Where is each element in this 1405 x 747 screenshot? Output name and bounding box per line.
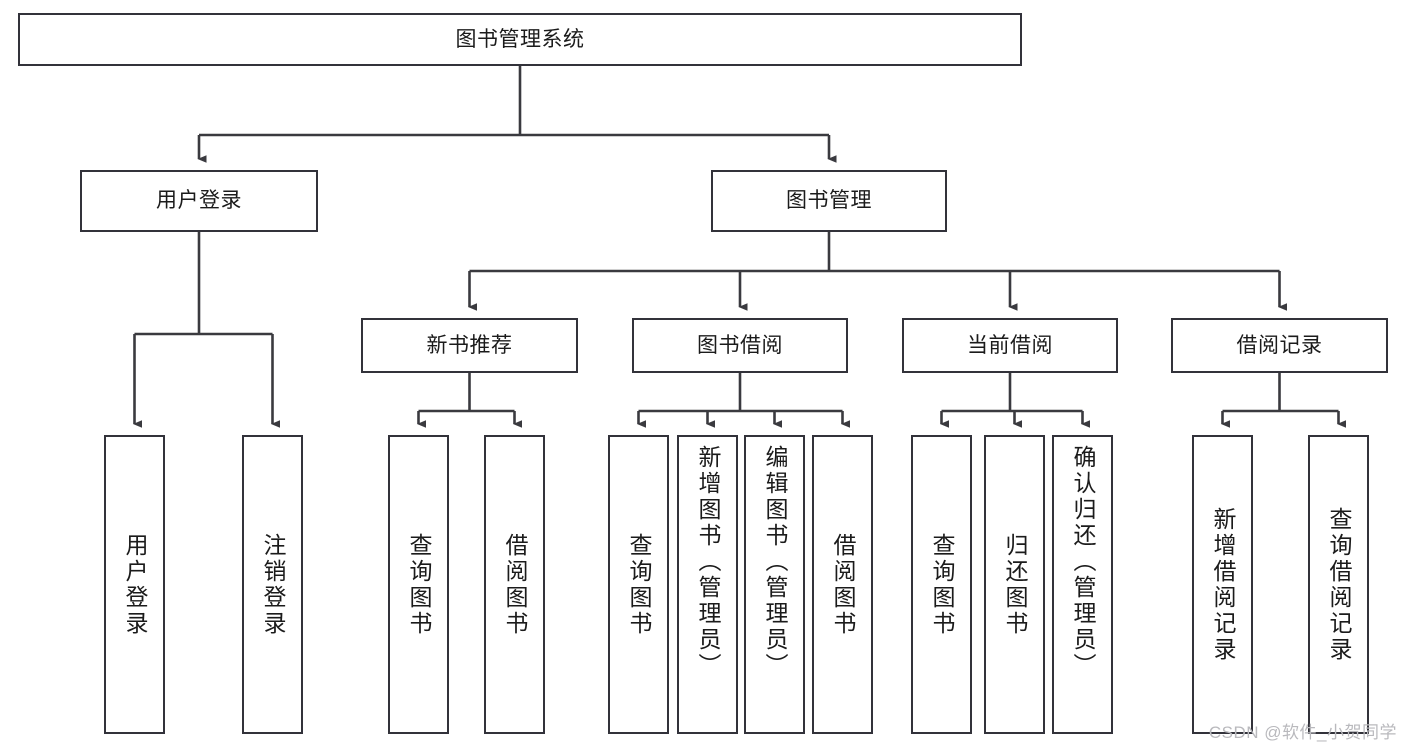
- node-leaf-add-book-admin[interactable]: 新增图书（管理员）: [677, 435, 738, 734]
- node-leaf-user-login-label: 用户登录: [122, 532, 148, 637]
- node-leaf-borrow-book-rec-label: 借阅图书: [502, 532, 528, 637]
- node-book-manage[interactable]: 图书管理: [711, 170, 947, 232]
- node-root[interactable]: 图书管理系统: [18, 13, 1022, 66]
- node-leaf-query-book-rec-label: 查询图书: [406, 532, 432, 637]
- node-leaf-query-book-bb[interactable]: 查询图书: [608, 435, 669, 734]
- node-book-borrow[interactable]: 图书借阅: [632, 318, 848, 373]
- node-leaf-edit-book-admin[interactable]: 编辑图书（管理员）: [744, 435, 805, 734]
- node-leaf-confirm-return-admin-label: 确认归还（管理员）: [1070, 445, 1096, 679]
- node-leaf-confirm-return-admin[interactable]: 确认归还（管理员）: [1052, 435, 1113, 734]
- node-new-book-rec-label: 新书推荐: [426, 333, 513, 357]
- node-leaf-query-book-rec[interactable]: 查询图书: [388, 435, 449, 734]
- node-leaf-edit-book-admin-label: 编辑图书（管理员）: [762, 445, 788, 679]
- node-leaf-borrow-book-rec[interactable]: 借阅图书: [484, 435, 545, 734]
- node-leaf-return-book[interactable]: 归还图书: [984, 435, 1045, 734]
- node-leaf-add-borrow-record-label: 新增借阅记录: [1210, 506, 1236, 663]
- node-leaf-add-book-admin-label: 新增图书（管理员）: [695, 445, 721, 679]
- node-leaf-return-book-label: 归还图书: [1002, 532, 1028, 637]
- node-new-book-rec[interactable]: 新书推荐: [361, 318, 578, 373]
- node-borrow-record[interactable]: 借阅记录: [1171, 318, 1388, 373]
- node-leaf-borrow-book-bb-label: 借阅图书: [830, 532, 856, 637]
- node-root-label: 图书管理系统: [455, 27, 585, 51]
- node-leaf-add-borrow-record[interactable]: 新增借阅记录: [1192, 435, 1253, 734]
- node-leaf-query-borrow-record[interactable]: 查询借阅记录: [1308, 435, 1369, 734]
- node-leaf-query-book-bb-label: 查询图书: [626, 532, 652, 637]
- node-leaf-query-book-cb[interactable]: 查询图书: [911, 435, 972, 734]
- node-user-login[interactable]: 用户登录: [80, 170, 318, 232]
- watermark-text: CSDN @软件_小贺同学: [1208, 723, 1397, 742]
- node-leaf-user-logout[interactable]: 注销登录: [242, 435, 303, 734]
- node-book-manage-label: 图书管理: [786, 189, 872, 213]
- node-user-login-label: 用户登录: [156, 189, 242, 213]
- node-leaf-query-borrow-record-label: 查询借阅记录: [1326, 506, 1352, 663]
- node-leaf-borrow-book-bb[interactable]: 借阅图书: [812, 435, 873, 734]
- node-book-borrow-label: 图书借阅: [697, 333, 783, 357]
- node-current-borrow-label: 当前借阅: [967, 333, 1053, 357]
- node-leaf-query-book-cb-label: 查询图书: [929, 532, 955, 637]
- node-leaf-user-login[interactable]: 用户登录: [104, 435, 165, 734]
- node-leaf-user-logout-label: 注销登录: [260, 532, 286, 637]
- node-current-borrow[interactable]: 当前借阅: [902, 318, 1118, 373]
- node-borrow-record-label: 借阅记录: [1236, 333, 1323, 357]
